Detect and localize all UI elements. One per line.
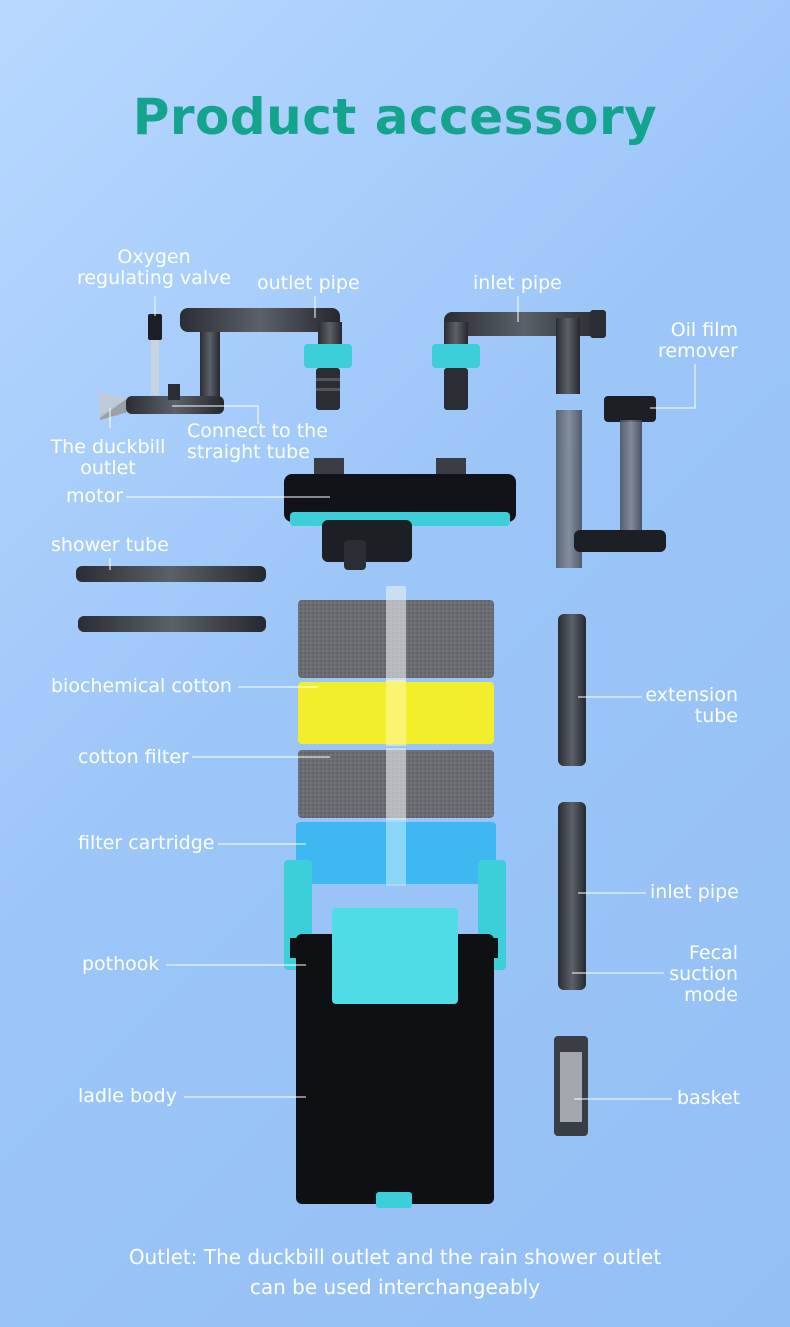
label-ladle-body: ladle body [78, 1085, 177, 1107]
extension-tube-part [558, 614, 586, 766]
oxygen-valve-part [148, 314, 162, 395]
footer-note: Outlet: The duckbill outlet and the rain… [0, 1242, 790, 1302]
label-pothook: pothook [82, 953, 160, 975]
outlet-pipe-part [180, 308, 352, 410]
label-inlet-pipe-right: inlet pipe [650, 881, 739, 903]
shower-tube-part [76, 566, 266, 632]
motor-part [284, 458, 516, 570]
label-connect-straight-tube: Connect to the straight tube [187, 420, 328, 463]
page-title: Product accessory [132, 88, 658, 146]
label-duckbill-outlet: The duckbill outlet [50, 436, 166, 479]
basket-part [554, 1036, 588, 1136]
label-shower-tube: shower tube [51, 534, 169, 556]
label-extension-tube: extension tube [645, 684, 738, 727]
label-filter-cartridge: filter cartridge [78, 832, 215, 854]
label-outlet-pipe: outlet pipe [257, 272, 360, 294]
ladle-body-part [296, 908, 494, 1208]
inlet-pipe-part [432, 310, 606, 410]
label-cotton-filter: cotton filter [78, 746, 189, 768]
duckbill-outlet-part [98, 384, 224, 420]
footer-line-2: can be used interchangeably [249, 1275, 541, 1299]
label-oil-film-remover: Oil film remover [658, 319, 738, 362]
filter-stack [296, 586, 496, 886]
label-inlet-pipe-top: inlet pipe [473, 272, 562, 294]
footer-line-1: Outlet: The duckbill outlet and the rain… [128, 1245, 662, 1269]
label-basket: basket [677, 1087, 741, 1109]
oil-film-remover-part [556, 396, 666, 568]
label-fecal-suction-mode: Fecal suction mode [669, 942, 738, 1006]
label-motor: motor [66, 485, 124, 507]
leader-lines [109, 296, 696, 1100]
label-biochemical-cotton: biochemical cotton [51, 675, 232, 697]
inlet-pipe-right-part [558, 802, 586, 990]
label-oxygen-valve: Oxygen regulating valve [76, 246, 232, 289]
